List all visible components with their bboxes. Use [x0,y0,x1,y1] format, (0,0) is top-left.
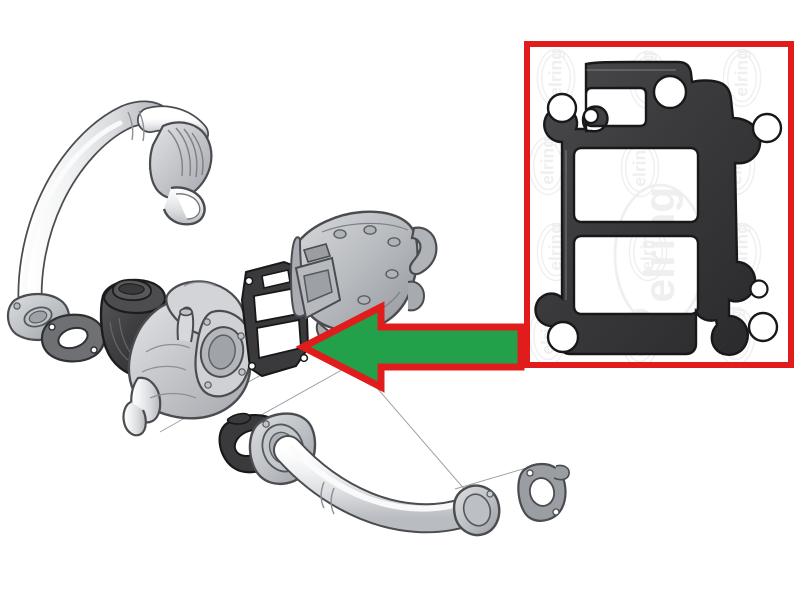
inset-border [524,41,794,368]
egr-cooler [290,210,438,351]
upper-flange-gasket [40,313,106,363]
gasket-pin-hole [749,279,769,299]
gasket-bolt-hole [652,74,688,110]
svg-text:elring: elring [732,49,752,96]
lower-pipe [248,412,501,537]
lower-pipe-end-flange [452,484,501,537]
svg-text:elring: elring [546,49,566,96]
egr-valve-body [122,280,253,437]
lower-end-gasket [517,462,570,522]
svg-text:elring: elring [630,139,650,186]
gasket-bolt-hole [546,92,578,124]
gasket-bolt-hole [546,320,580,354]
svg-text:elring: elring [538,137,558,184]
arrow-shape [295,301,525,393]
upper-pipe-bellows [148,121,213,226]
gasket-bolt-hole [751,112,783,144]
svg-text:elring: elring [637,187,684,303]
gasket-bolt-hole [747,311,779,343]
egr-valve-gasket-detail [534,60,783,356]
gasket-pin-hole [582,107,600,125]
svg-text:elring: elring [546,223,566,270]
